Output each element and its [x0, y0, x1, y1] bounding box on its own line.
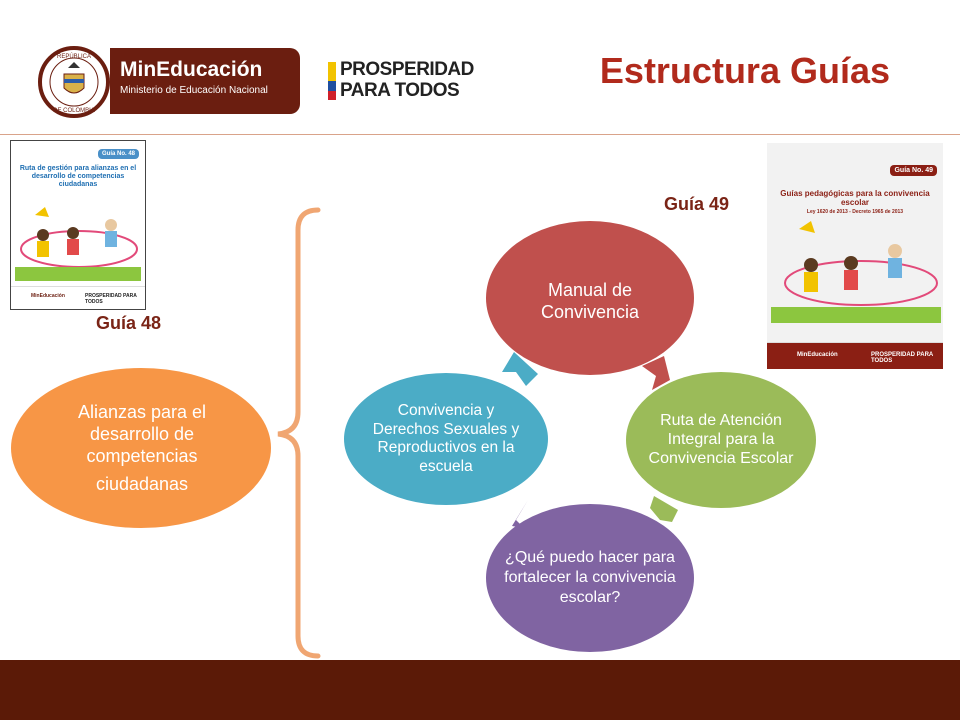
guia48-cover-tag: Guía No. 48: [97, 149, 139, 159]
mineducacion-logo: MinEducación Ministerio de Educación Nac…: [110, 48, 300, 114]
prosperidad-line1: PROSPERIDAD: [340, 59, 474, 80]
ruta-node: [626, 372, 816, 508]
guia48-label: Guía 48: [96, 313, 162, 333]
ministry-name: MinEducación: [120, 58, 263, 81]
colombia-seal-icon: REPÚBLICA DE COLOMBIA: [38, 46, 110, 118]
ministry-subtitle: Ministerio de Educación Nacional: [120, 85, 268, 96]
page-title: Estructura Guías: [599, 50, 890, 91]
cycle-arrow-ruta-to-que: [650, 496, 678, 522]
seal-top-text: REPÚBLICA: [57, 53, 91, 60]
header-divider: [0, 134, 960, 135]
alianzas-text-line2: ciudadanas: [95, 474, 189, 494]
seal-bottom-text: DE COLOMBIA: [53, 108, 95, 114]
guia49-cover-footer: MinEducación PROSPERIDAD PARA TODOS: [767, 342, 943, 369]
manual-node-text: Manual de Convivencia: [540, 280, 640, 322]
conv-node-text: Convivencia y Derechos Sexuales y Reprod…: [372, 402, 520, 475]
cycle-arrow-conv-to-manual: [502, 352, 538, 386]
guia49-cover-logo-left: MinEducación: [797, 352, 838, 358]
guia49-cover-image: Guía No. 49 Guías pedagógicas para la co…: [767, 143, 943, 369]
guia49-cover-subtitle: Ley 1620 de 2013 - Decreto 1965 de 2013: [806, 209, 904, 215]
alianzas-text-line1: Alianzas para el desarrollo de competenc…: [77, 402, 207, 466]
footer-bar: [0, 660, 960, 720]
prosperidad-line2: PARA TODOS: [340, 80, 460, 101]
guia48-cover-image: Guía No. 48 Ruta de gestión para alianza…: [10, 140, 146, 310]
bracket-connector: [277, 207, 321, 659]
colombia-flag-bars-icon: [328, 62, 336, 100]
cycle-arrow-que-to-conv: [512, 500, 528, 528]
cycle-arrow-manual-to-ruta: [642, 356, 670, 390]
manual-node: [486, 221, 694, 375]
guia49-label: Guía 49: [664, 194, 730, 214]
que-node-text: ¿Qué puedo hacer para fortalecer la conv…: [504, 549, 676, 606]
guia48-cover-logo-right: PROSPERIDAD PARA TODOS: [85, 293, 137, 305]
children-illustration-icon: [15, 207, 141, 281]
guia48-cover-logo-left: MinEducación: [31, 293, 65, 299]
alianzas-node-text: Alianzas para el desarrollo de competenc…: [42, 388, 242, 508]
guia49-cover-title: Guías pedagógicas para la convivencia es…: [780, 189, 930, 207]
guia48-cover-footer: MinEducación PROSPERIDAD PARA TODOS: [11, 286, 145, 309]
conv-node: [344, 373, 548, 505]
guia49-cover-logo-right: PROSPERIDAD PARA TODOS: [871, 352, 934, 364]
alianzas-node: [11, 368, 271, 528]
children-illustration-icon: [771, 221, 941, 323]
que-node: [486, 504, 694, 652]
guia49-cover-tag: Guía No. 49: [890, 165, 937, 176]
guia48-cover-title: Ruta de gestión para alianzas en el desa…: [19, 165, 137, 188]
ruta-node-text: Ruta de Atención Integral para la Conviv…: [648, 411, 794, 467]
prosperidad-logo: PROSPERIDAD PARA TODOS: [328, 60, 498, 104]
